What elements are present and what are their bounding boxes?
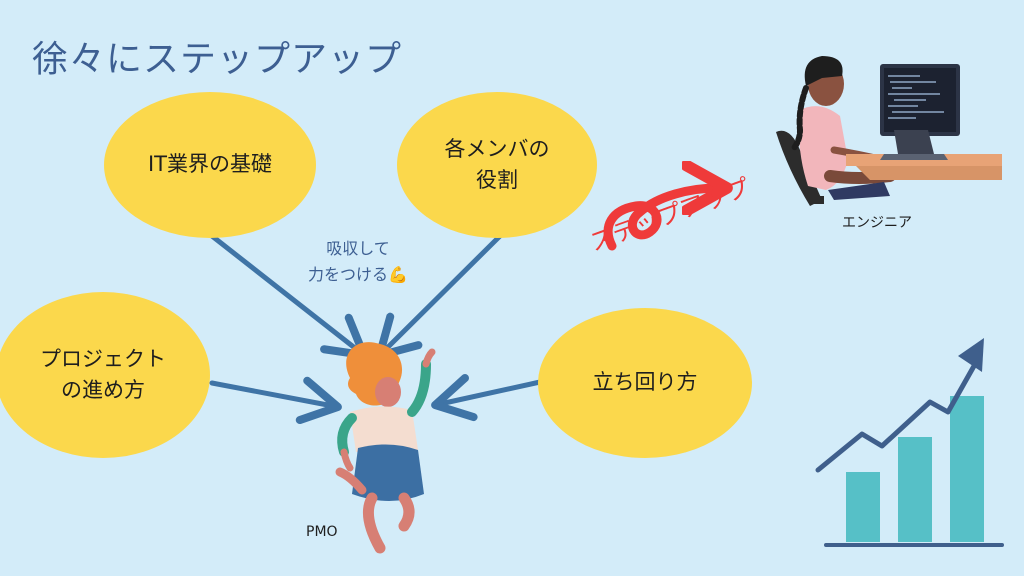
engineer-label: エンジニア [842, 215, 912, 231]
bubble-conduct: 立ち回り方 [538, 308, 752, 458]
arrow-conduct-to-pmo [431, 374, 543, 422]
bubble-it-basics: IT業界の基礎 [104, 92, 316, 238]
pmo-label: PMO [306, 524, 338, 540]
absorb-note: 吸収して 力をつける💪 [300, 236, 416, 287]
bubble-conduct-text: 立ち回り方 [592, 370, 698, 395]
absorb-note-line1: 吸収して [326, 239, 390, 258]
slide-title: 徐々にステップアップ [32, 39, 403, 80]
bubble-project-progress: プロジェクト の進め方 [0, 292, 210, 458]
absorb-note-line2: 力をつける💪 [308, 264, 408, 284]
stepup-arrow [603, 188, 718, 251]
arrow-roles-to-pmo [375, 233, 503, 360]
arrow-it-basics-to-pmo [209, 233, 368, 360]
bubble-project-progress-text: プロジェクト の進め方 [40, 346, 166, 403]
pmo-person-illustration [335, 342, 436, 554]
engineer-illustration [776, 56, 1002, 206]
bubble-member-roles: 各メンバの 役割 [397, 92, 597, 238]
arrow-project-to-pmo [209, 376, 342, 425]
bubble-member-roles-text: 各メンバの 役割 [444, 136, 550, 193]
bubble-it-basics-text: IT業界の基礎 [147, 152, 273, 177]
growth-chart-icon [815, 338, 1004, 547]
